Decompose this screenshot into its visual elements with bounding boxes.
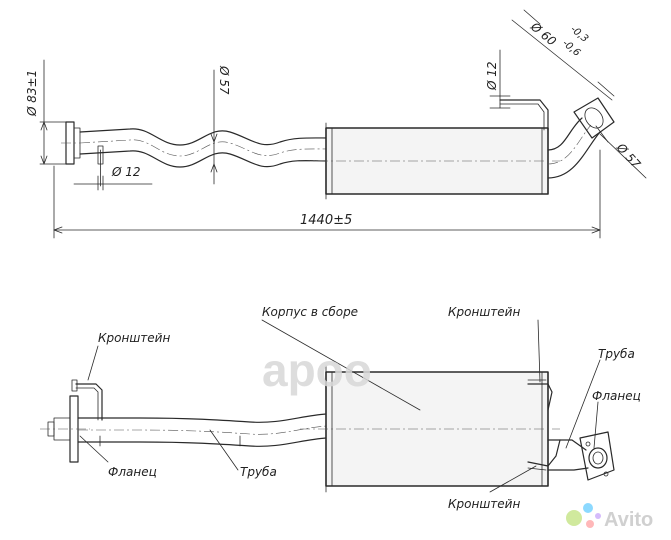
dim-bracket-right: Ø 12 [485,49,511,109]
top-right-bracket [499,95,549,131]
pipe-diameter-label: Ø 57 [217,65,231,95]
label-pipe-left: Труба [240,465,277,479]
bottom-left-flange [40,395,90,463]
dim-outlet-tube: Ø 60 -0,3 -0,6 [511,9,615,101]
label-bracket-top-right: Кронштейн [448,305,520,319]
bottom-pipe [77,413,327,447]
dim-flange-diameter: Ø 83±1 [25,59,67,165]
dim-pipe-diameter: Ø 57 [210,65,231,185]
center-logo-text: apoo [262,344,372,396]
top-view: Ø 83±1 Ø 57 Ø 12 Ø 12 Ø 60 [25,9,647,239]
bracket-left-diameter-label: Ø 12 [111,165,141,179]
top-pipe [79,128,331,168]
label-body-assembly: Корпус в сборе [262,305,358,319]
label-flange-right: Фланец [592,389,641,403]
outlet-tube-diameter-label: Ø 60 [527,19,559,49]
overall-length-label: 1440±5 [300,213,352,228]
top-left-bracket [97,145,104,187]
dim-overall-length: 1440±5 [53,149,601,239]
avito-dot-green [566,510,582,526]
bottom-leaders [79,319,601,493]
outlet-diameter-label: Ø 57 [613,140,643,172]
bottom-muffler-body [300,365,560,493]
label-bracket-left: Кронштейн [98,331,170,345]
avito-logo-text: Avito [604,509,653,531]
label-pipe-right: Труба [598,347,635,361]
top-outlet-pipe [547,97,615,179]
avito-watermark: Avito [566,503,653,531]
bottom-right-brackets [527,379,561,471]
bracket-right-diameter-label: Ø 12 [485,61,499,91]
avito-dot-purple [595,513,601,519]
label-flange-left: Фланец [108,465,157,479]
bottom-outlet [547,431,615,481]
avito-dot-blue [583,503,593,513]
avito-dot-red [586,520,594,528]
center-logo-watermark: apoo [262,344,372,396]
dim-bracket-left: Ø 12 [73,165,153,191]
label-bracket-bottom-right: Кронштейн [448,497,520,511]
dim-outlet-diameter: Ø 57 [595,125,647,179]
top-left-flange [61,121,81,165]
top-muffler-body [300,122,560,200]
flange-diameter-label: Ø 83±1 [25,70,39,117]
bottom-left-bracket [71,379,103,421]
bottom-view: Кронштейн Корпус в сборе Кронштейн Труба… [40,305,641,511]
